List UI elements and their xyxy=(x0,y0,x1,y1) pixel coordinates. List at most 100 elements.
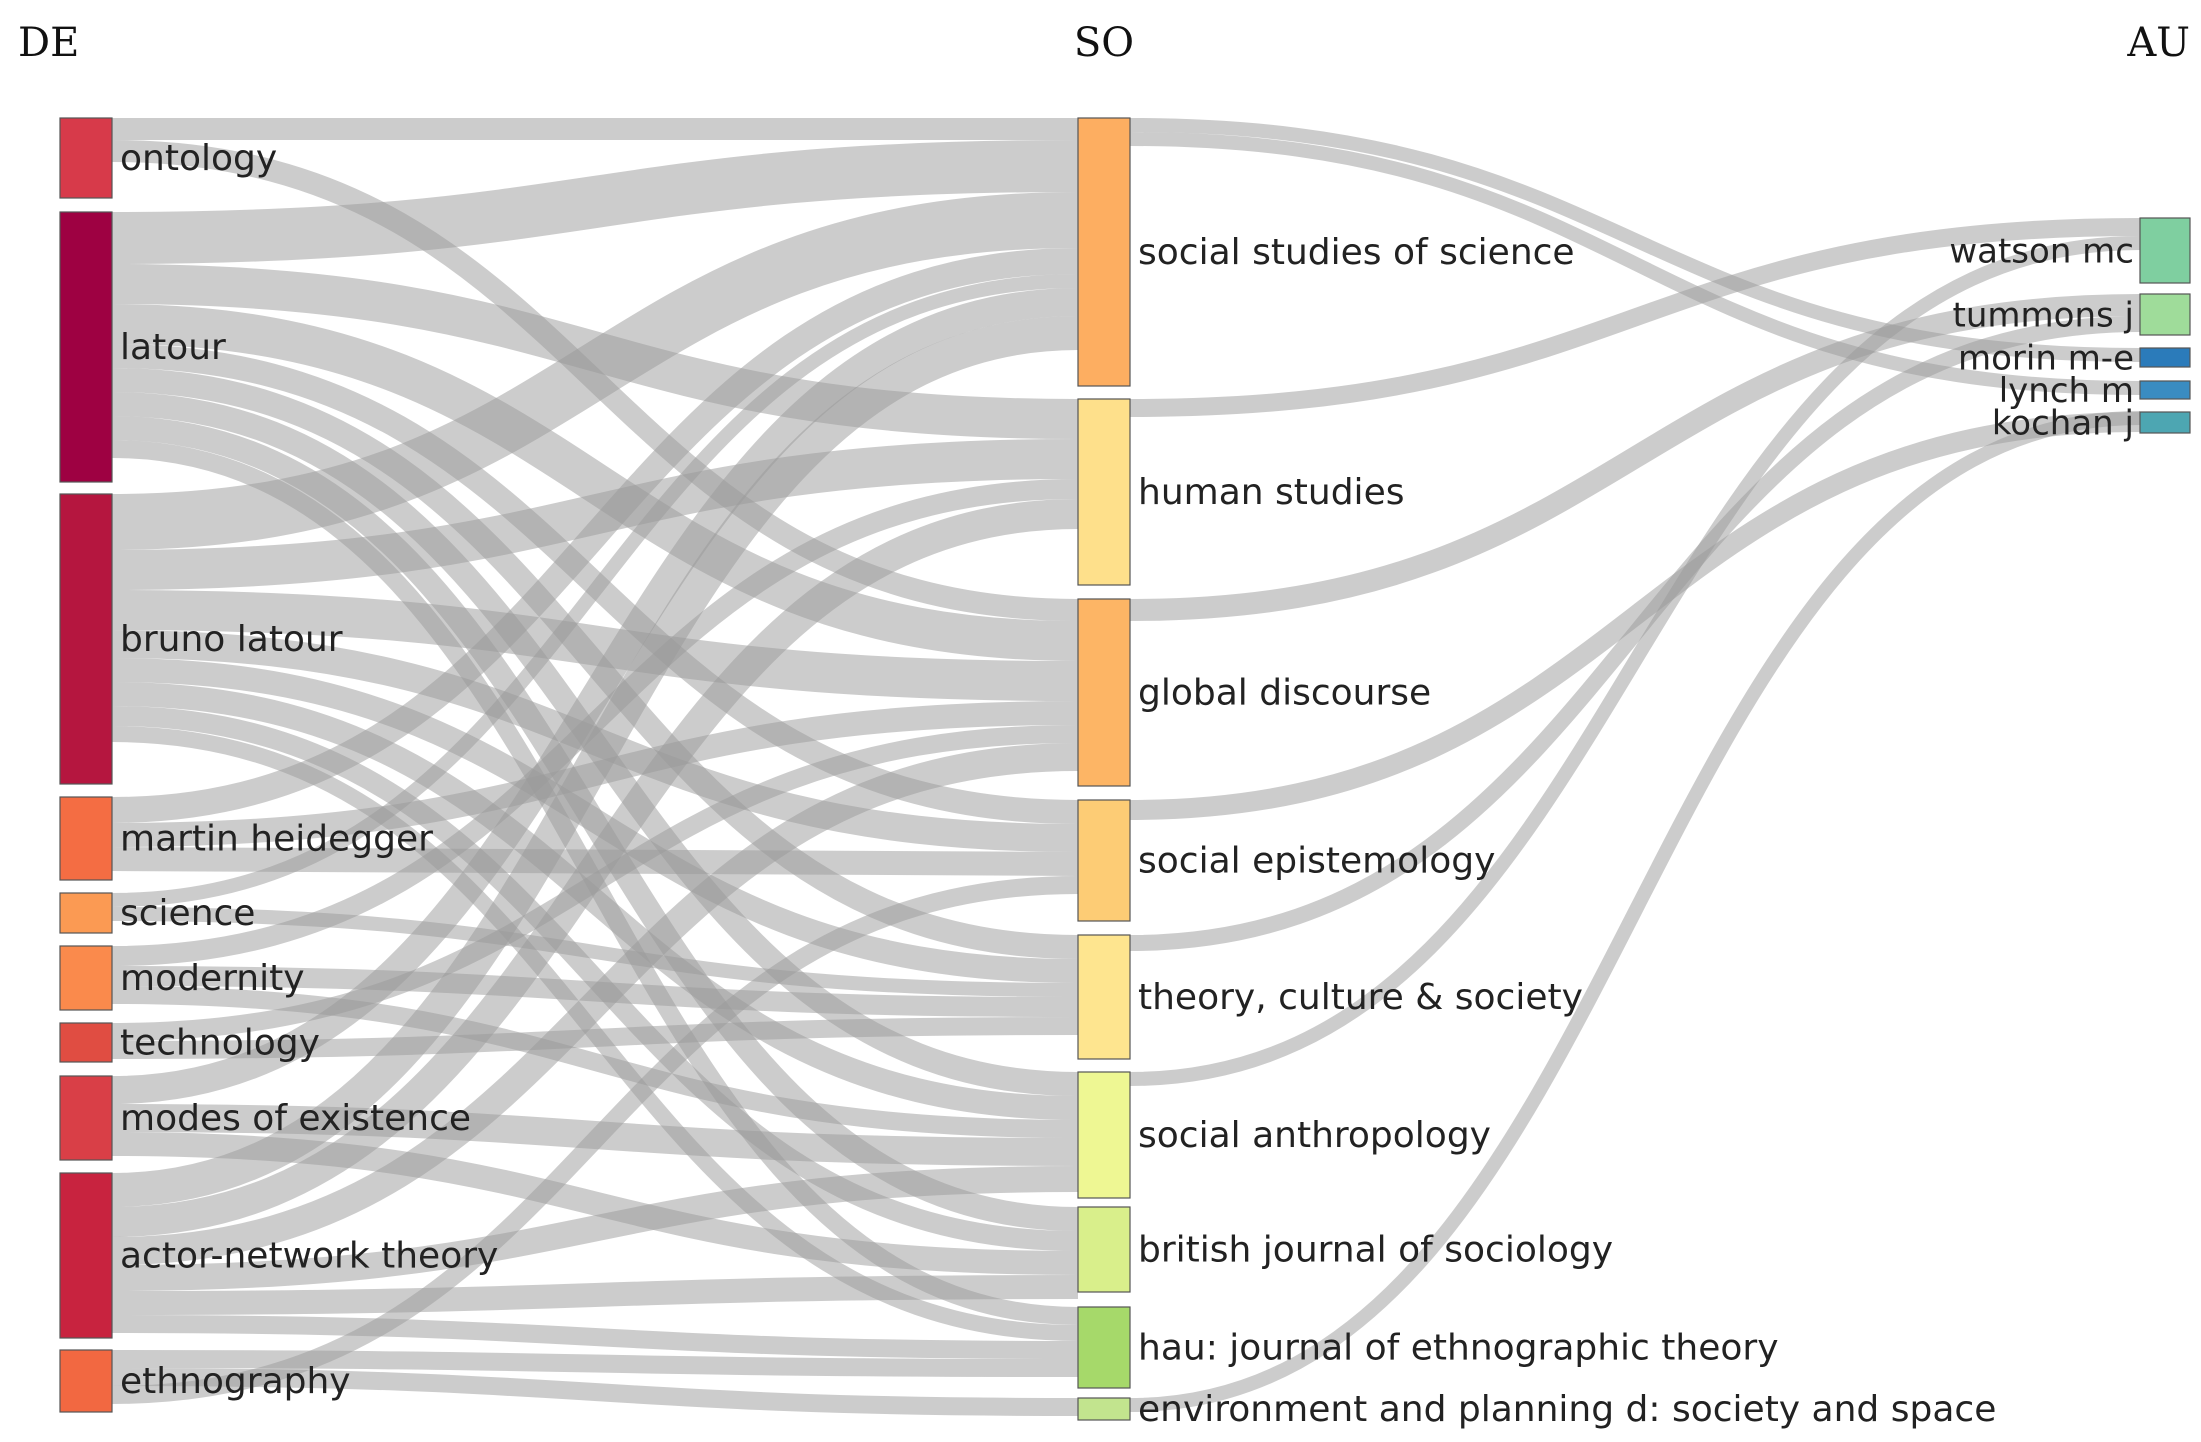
node-label-latour: latour xyxy=(120,327,226,368)
node-bar-social-epistemology[interactable] xyxy=(1077,799,1131,922)
link-science-to-social-studies-of-science[interactable] xyxy=(111,274,1079,907)
node-ontology[interactable]: ontology xyxy=(59,117,277,199)
link-bruno-latour-to-global-discourse[interactable] xyxy=(111,590,1079,701)
link-actor-network-theory-to-british-journal-of-sociology[interactable] xyxy=(111,1275,1079,1315)
link-theory-culture-society-to-tummons-j[interactable] xyxy=(1129,316,2141,951)
node-label-ontology: ontology xyxy=(120,138,277,179)
node-bar-martin-heidegger[interactable] xyxy=(59,796,113,881)
node-social-studies-of-science[interactable]: social studies of science xyxy=(1077,117,1575,387)
link-social-epistemology-to-kochan-j[interactable] xyxy=(1129,412,2141,820)
node-ethnography[interactable]: ethnography xyxy=(59,1349,351,1413)
node-morin-m-e[interactable]: morin m-e xyxy=(1958,339,2191,379)
link-actor-network-theory-to-human-studies[interactable] xyxy=(111,499,1079,1237)
link-environment-and-planning-d-to-kochan-j[interactable] xyxy=(1129,411,2141,1412)
node-bar-hau-journal[interactable] xyxy=(1077,1306,1131,1389)
link-latour-to-global-discourse[interactable] xyxy=(111,304,1079,661)
link-bruno-latour-to-social-studies-of-science[interactable] xyxy=(111,192,1079,550)
link-ethnography-to-social-epistemology[interactable] xyxy=(111,876,1079,1404)
node-label-watson-mc: watson mc xyxy=(1949,232,2134,272)
node-bar-science[interactable] xyxy=(59,892,113,934)
node-bar-modes-of-existence[interactable] xyxy=(59,1075,113,1161)
node-lynch-m[interactable]: lynch m xyxy=(1999,371,2191,411)
node-british-journal-of-sociology[interactable]: british journal of sociology xyxy=(1077,1206,1613,1293)
node-martin-heidegger[interactable]: martin heidegger xyxy=(59,796,433,881)
node-latour[interactable]: latour xyxy=(59,211,226,483)
node-science[interactable]: science xyxy=(59,892,255,934)
node-label-actor-network-theory: actor-network theory xyxy=(120,1236,498,1277)
column-header-au: AU xyxy=(2126,20,2190,66)
link-bruno-latour-to-british-journal-of-sociology[interactable] xyxy=(111,706,1079,1251)
node-social-anthropology[interactable]: social anthropology xyxy=(1077,1071,1491,1199)
link-bruno-latour-to-social-anthropology[interactable] xyxy=(111,682,1079,1120)
node-label-technology: technology xyxy=(120,1023,320,1064)
link-ethnography-to-environment-and-planning-d[interactable] xyxy=(111,1368,1079,1416)
link-martin-heidegger-to-social-studies-of-science[interactable] xyxy=(111,248,1079,823)
node-label-social-epistemology: social epistemology xyxy=(1138,841,1495,882)
node-global-discourse[interactable]: global discourse xyxy=(1077,598,1431,787)
node-environment-and-planning-d[interactable]: environment and planning d: society and … xyxy=(1077,1389,1996,1430)
link-actor-network-theory-to-social-anthropology[interactable] xyxy=(111,1166,1079,1291)
node-theory-culture-society[interactable]: theory, culture & society xyxy=(1077,934,1583,1060)
node-bruno-latour[interactable]: bruno latour xyxy=(59,493,343,785)
node-bar-global-discourse[interactable] xyxy=(1077,598,1131,787)
link-bruno-latour-to-human-studies[interactable] xyxy=(111,439,1079,590)
node-bar-morin-m-e[interactable] xyxy=(2139,347,2191,368)
link-bruno-latour-to-theory-culture-society[interactable] xyxy=(111,658,1079,983)
node-label-tummons-j: tummons j xyxy=(1953,296,2134,336)
node-label-science: science xyxy=(120,893,255,934)
node-bar-social-studies-of-science[interactable] xyxy=(1077,117,1131,387)
node-actor-network-theory[interactable]: actor-network theory xyxy=(59,1172,498,1339)
link-global-discourse-to-tummons-j[interactable] xyxy=(1129,294,2141,621)
node-bar-technology[interactable] xyxy=(59,1022,113,1063)
node-bar-lynch-m[interactable] xyxy=(2139,380,2191,400)
column-headers: DE SO AU xyxy=(18,20,2190,66)
node-bar-tummons-j[interactable] xyxy=(2139,293,2191,336)
node-bar-bruno-latour[interactable] xyxy=(59,493,113,785)
node-hau-journal[interactable]: hau: journal of ethnographic theory xyxy=(1077,1306,1779,1389)
node-bar-environment-and-planning-d[interactable] xyxy=(1077,1397,1131,1421)
node-bar-latour[interactable] xyxy=(59,211,113,483)
link-human-studies-to-watson-mc[interactable] xyxy=(1129,218,2141,417)
node-bar-ontology[interactable] xyxy=(59,117,113,199)
node-tummons-j[interactable]: tummons j xyxy=(1953,293,2191,336)
node-label-ethnography: ethnography xyxy=(120,1361,351,1402)
node-bar-social-anthropology[interactable] xyxy=(1077,1071,1131,1199)
link-social-studies-of-science-to-lynch-m[interactable] xyxy=(1129,132,2141,395)
link-actor-network-theory-to-social-studies-of-science[interactable] xyxy=(111,316,1079,1207)
node-bar-theory-culture-society[interactable] xyxy=(1077,934,1131,1060)
node-bar-human-studies[interactable] xyxy=(1077,398,1131,586)
node-modernity[interactable]: modernity xyxy=(59,945,305,1011)
node-label-social-anthropology: social anthropology xyxy=(1138,1115,1491,1156)
link-modes-of-existence-to-social-studies-of-science[interactable] xyxy=(111,288,1079,1104)
node-bar-modernity[interactable] xyxy=(59,945,113,1011)
node-label-theory-culture-society: theory, culture & society xyxy=(1138,977,1583,1018)
node-technology[interactable]: technology xyxy=(59,1022,320,1064)
node-bar-british-journal-of-sociology[interactable] xyxy=(1077,1206,1131,1293)
node-label-environment-and-planning-d: environment and planning d: society and … xyxy=(1138,1389,1996,1430)
node-label-global-discourse: global discourse xyxy=(1138,673,1431,714)
node-human-studies[interactable]: human studies xyxy=(1077,398,1404,586)
node-bar-actor-network-theory[interactable] xyxy=(59,1172,113,1339)
node-label-bruno-latour: bruno latour xyxy=(120,619,343,660)
node-label-human-studies: human studies xyxy=(1138,472,1404,513)
link-social-studies-of-science-to-morin-m-e[interactable] xyxy=(1129,118,2141,362)
node-social-epistemology[interactable]: social epistemology xyxy=(1077,799,1495,922)
node-bar-ethnography[interactable] xyxy=(59,1349,113,1413)
node-label-social-studies-of-science: social studies of science xyxy=(1138,232,1575,273)
node-label-modes-of-existence: modes of existence xyxy=(120,1098,471,1139)
link-actor-network-theory-to-hau-journal[interactable] xyxy=(111,1315,1079,1359)
node-label-british-journal-of-sociology: british journal of sociology xyxy=(1138,1230,1613,1271)
node-modes-of-existence[interactable]: modes of existence xyxy=(59,1075,471,1161)
link-modernity-to-social-anthropology[interactable] xyxy=(111,986,1079,1138)
node-watson-mc[interactable]: watson mc xyxy=(1949,217,2191,284)
link-social-anthropology-to-watson-mc[interactable] xyxy=(1129,236,2141,1086)
node-kochan-j[interactable]: kochan j xyxy=(1992,404,2191,444)
node-bar-watson-mc[interactable] xyxy=(2139,217,2191,284)
node-label-kochan-j: kochan j xyxy=(1992,404,2134,444)
link-actor-network-theory-to-global-discourse[interactable] xyxy=(111,743,1079,1265)
nodes-layer: ontology latour bruno latour martin heidegg… xyxy=(59,117,2191,1430)
node-bar-kochan-j[interactable] xyxy=(2139,411,2191,434)
link-latour-to-social-studies-of-science[interactable] xyxy=(111,140,1079,264)
